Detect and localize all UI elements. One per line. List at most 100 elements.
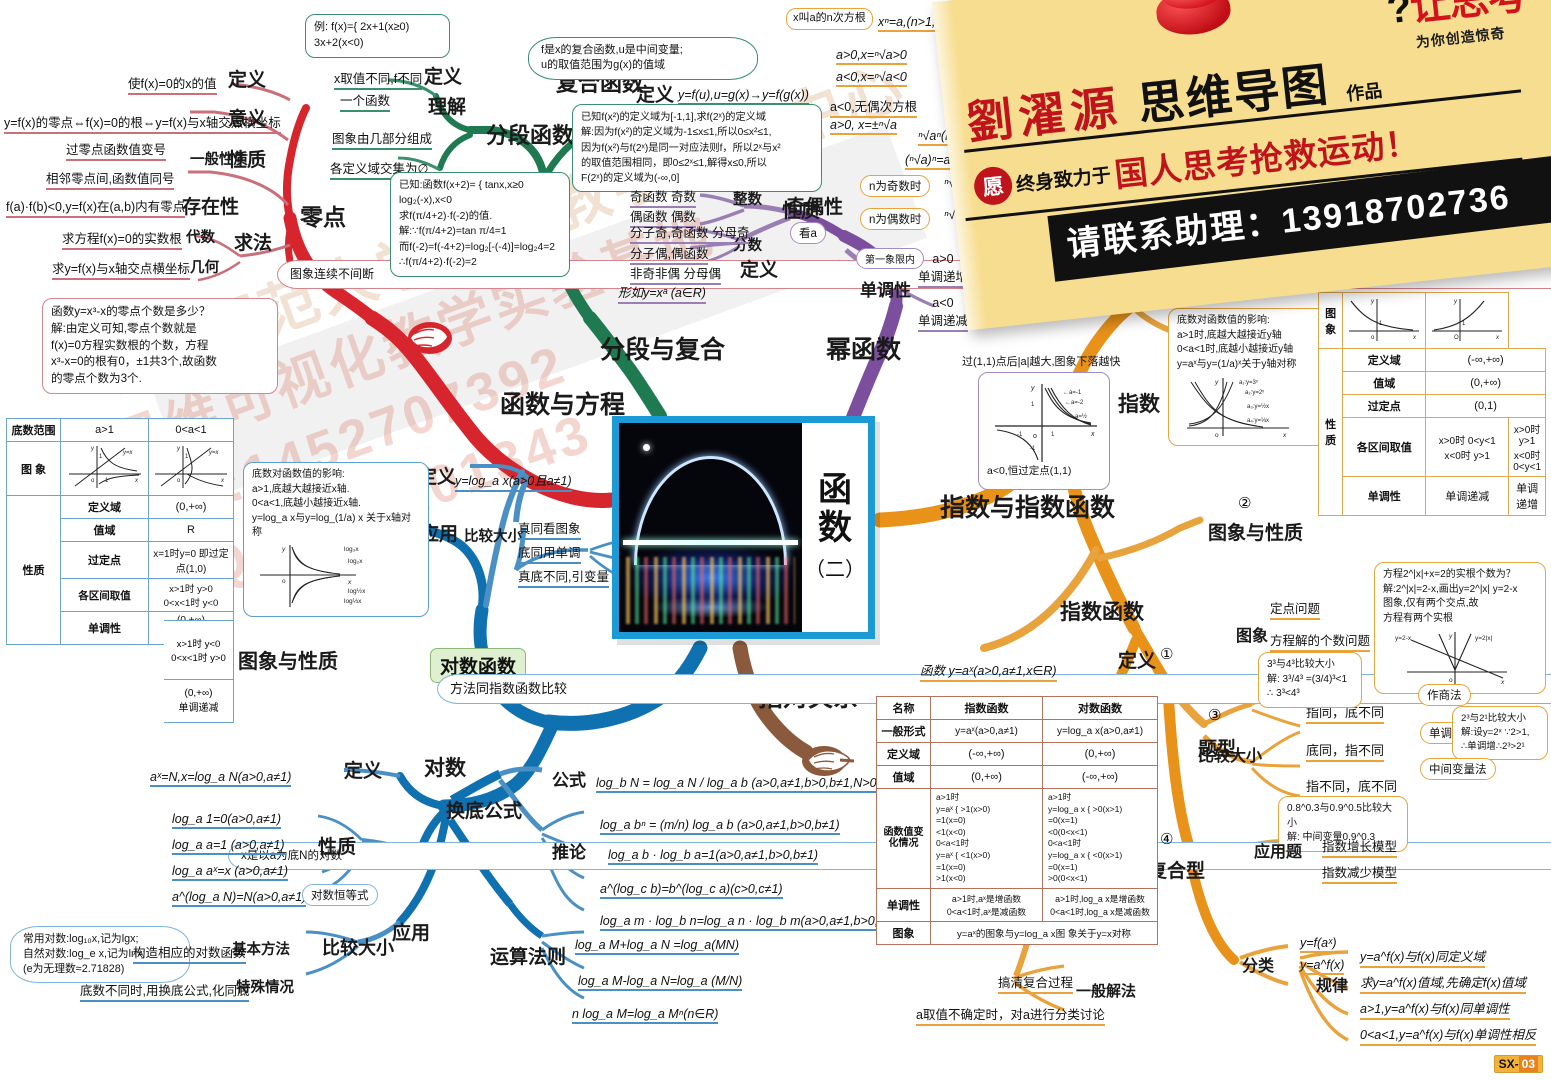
node-piecewise-understand[interactable]: 理解	[428, 97, 467, 118]
svg-text:x: x	[220, 478, 225, 484]
node-log-property[interactable]: 性质	[318, 837, 357, 858]
node-zeros-method[interactable]: 求法	[234, 233, 273, 254]
branch-label-exp-and-expfunction[interactable]: 指数与指数函数	[940, 494, 1116, 522]
box-composite-example: 已知f(x²)的定义域为[-1,1],求f(2ˣ)的定义域 解:因为f(x²)的…	[572, 104, 822, 193]
svg-text:x: x	[1495, 335, 1500, 341]
node-expfn-rule[interactable]: 规律	[1316, 978, 1349, 995]
question-mark-icon: ?	[1384, 0, 1413, 33]
node-log-rules[interactable]: 运算法则	[490, 947, 567, 968]
svg-text:log₃x: log₃x	[344, 546, 359, 553]
svg-text:y: y	[1214, 379, 1219, 386]
leaf-zeros-meaning: y=f(x)的零点⇔f(x)=0的根⇔y=f(x)与x轴交点横坐标	[4, 112, 281, 134]
svg-text:y=x: y=x	[208, 450, 220, 456]
svg-text:log⅓x: log⅓x	[344, 598, 362, 605]
node-logarithm[interactable]: 对数	[424, 757, 466, 780]
badge-expfn-graphprop-num: ②	[1238, 495, 1252, 512]
node-power-monotonicity[interactable]: 单调性	[860, 281, 911, 300]
badge-expfn-definition-num: ①	[1160, 646, 1174, 663]
node-expfn-graph[interactable]: 图象	[1236, 628, 1269, 645]
leaf-zeros-definition: 使f(x)=0的x的值	[128, 73, 217, 95]
node-exponent[interactable]: 指数	[1118, 393, 1160, 416]
node-power-integer[interactable]: 整数	[733, 192, 762, 208]
svg-text:a=½: a=½	[1075, 413, 1087, 420]
work-label: 作品	[1345, 80, 1384, 105]
branch-label-piecewise-composite[interactable]: 分段与复合	[600, 336, 726, 364]
central-title: 函 数 （二）	[802, 423, 868, 632]
node-piecewise[interactable]: 分段函数	[486, 123, 575, 148]
node-expfn-compare[interactable]: 比较大小	[1198, 748, 1263, 765]
log-row-shared-0: (0,+∞)	[148, 495, 234, 519]
svg-text:x: x	[1412, 335, 1417, 341]
svg-text:1: 1	[1051, 432, 1055, 438]
node-log-compare[interactable]: 比较大小	[322, 938, 394, 958]
log-graph-increasing: o x y 1 1 y=x	[68, 446, 141, 488]
node-expfn-graph-property[interactable]: 图象与性质	[1208, 523, 1304, 544]
leaf-power-frac-1: 分子奇,奇函数 分母奇	[630, 222, 750, 244]
cmp-header-1: 指数函数	[930, 696, 1043, 720]
node-expfn-composite[interactable]: 复合型	[1148, 861, 1206, 882]
node-power-definition[interactable]: 定义	[740, 260, 779, 281]
central-node[interactable]: 函 数 （二）	[612, 416, 875, 639]
node-piecewise-definition[interactable]: 定义	[424, 67, 463, 88]
node-power-property[interactable]: 性质	[782, 201, 821, 222]
node-logfn-apply[interactable]: 应用	[420, 524, 459, 545]
branch-label-power-function[interactable]: 幂函数	[826, 336, 902, 364]
node-zeros-algebra[interactable]: 代数	[186, 230, 215, 246]
exp-row-label-0: 定义域	[1342, 348, 1427, 372]
leaf-expfn-general-2: a取值不确定时，对a进行分类讨论	[916, 1004, 1105, 1026]
caption-power-graph: a<0,恒过定点(1,1)	[987, 465, 1072, 477]
cmp-row-exp-2: (0,+∞)	[930, 765, 1043, 789]
node-logfn-graph-property[interactable]: 图象与性质	[238, 651, 338, 673]
node-expfn-general-method[interactable]: 一般解法	[1076, 983, 1137, 1000]
table-exp-properties: 图象 o x y 1 O x y	[1317, 292, 1546, 516]
node-expfn-problem-types[interactable]: 题型	[1198, 739, 1237, 760]
central-char-1: 函	[818, 472, 852, 510]
leaf-expfn-cmp2: 底同，指不同	[1306, 740, 1385, 762]
node-zeros-property[interactable]: 性质	[228, 150, 267, 171]
svg-text:y=x: y=x	[122, 450, 134, 456]
cmp-row-label-1: 定义域	[876, 742, 931, 766]
leaf-logfn-cmp3: 真底不同,引变量	[518, 566, 609, 588]
leaf-log-cor-3: log_a m · log_b n=log_a n · log_b m(a>0,…	[600, 914, 956, 931]
node-power-parity[interactable]: 奇偶性	[786, 197, 844, 218]
node-exp-function[interactable]: 指数函数	[1060, 601, 1144, 624]
node-expfn-class[interactable]: 分类	[1242, 958, 1275, 975]
node-zeros[interactable]: 零点	[300, 204, 346, 230]
exp-row-col2-4: 单调递增	[1508, 476, 1546, 516]
node-log-apply[interactable]: 应用	[392, 923, 431, 944]
leaf-zeros-algebra: 求方程f(x)=0的实数根	[62, 228, 182, 250]
node-logfn-compare[interactable]: 比较大小	[464, 529, 522, 545]
leaf-piecewise-u1: 一个函数	[340, 90, 391, 112]
node-log-formula[interactable]: 公式	[552, 771, 586, 790]
node-log-change-base[interactable]: 换底公式	[446, 801, 523, 822]
box-expfn-rootcount: 方程2^|x|+x=2的实根个数为？ 解:2^|x|=2-x,画出y=2^|x|…	[1374, 562, 1546, 694]
svg-text:y: y	[1370, 299, 1375, 305]
cloud-composite-note: f是x的复合函数,u是中间变量; u的取值范围为g(x)的值域	[528, 36, 758, 80]
node-zeros-definition[interactable]: 定义	[228, 70, 267, 91]
node-zeros-meaning[interactable]: 意义	[228, 109, 267, 130]
svg-text:y: y	[281, 546, 286, 553]
cmp-row-log-0: y=log_a x(a>0,a≠1)	[1042, 719, 1158, 743]
box-expfn-cmp1: 3³与4³比较大小 解: 3³/4³ =(3/4)³<1 ∴ 3³<4³	[1258, 652, 1362, 708]
node-composite-definition[interactable]: 定义	[636, 85, 675, 106]
node-expfn-apply[interactable]: 应用题	[1254, 844, 1303, 861]
node-log-special[interactable]: 特殊情况	[236, 980, 294, 996]
bubble-power-see-a: 看a	[790, 222, 826, 244]
branch-label-functions-equations[interactable]: 函数与方程	[500, 391, 626, 419]
node-zeros-general[interactable]: 一般性质	[190, 152, 248, 168]
log-row-label-4: 单调性	[60, 611, 149, 645]
node-log-corollary[interactable]: 推论	[552, 843, 586, 862]
leaf-power-definition: 形如y=xᵃ (a∈R)	[618, 282, 706, 304]
svg-text:-1: -1	[1030, 446, 1036, 452]
svg-text:o: o	[1449, 677, 1453, 684]
box-exponent-base-effect: 底数对函数值的影响: a>1时,底越大越接近y轴 0<a<1时,底越小越接近y轴…	[1168, 308, 1340, 446]
svg-text:←a=-2: ←a=-2	[1065, 400, 1084, 406]
node-log-basic-method[interactable]: 基本方法	[232, 942, 290, 958]
svg-text:y=2-x: y=2-x	[1395, 635, 1412, 642]
page-badge: SX-03	[1493, 1055, 1543, 1073]
node-zeros-geometry[interactable]: 几何	[190, 260, 219, 276]
leaf-log-definition: aˣ=N,x=log_a N(a>0,a≠1)	[150, 770, 292, 787]
node-expfn-definition[interactable]: 定义	[1118, 651, 1157, 672]
node-zeros-existence[interactable]: 存在性	[182, 197, 240, 218]
node-log-definition[interactable]: 定义	[344, 761, 383, 782]
